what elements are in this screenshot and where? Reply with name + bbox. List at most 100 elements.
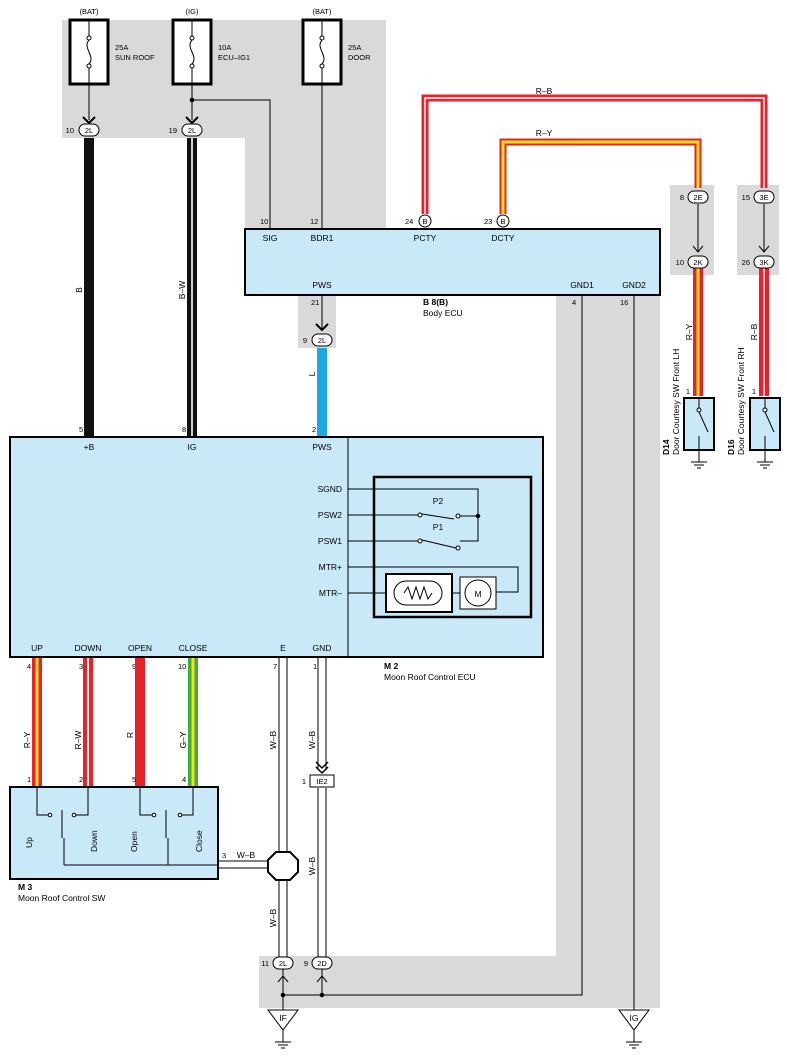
pin-label: PWS <box>312 442 332 452</box>
pin-number: 10 <box>178 662 186 671</box>
wire-r-y-up: R–Y <box>22 658 42 786</box>
wire-color-label: R <box>125 732 135 738</box>
svg-text:5: 5 <box>132 775 136 784</box>
fuse-supply-label: (IG) <box>186 7 199 16</box>
pin-number: 7 <box>273 662 277 671</box>
fuse-rating: 25A <box>348 43 361 52</box>
pin-label: SIG <box>263 233 278 243</box>
svg-text:2D: 2D <box>317 959 327 968</box>
pin-number: 4 <box>27 662 31 671</box>
connector-2l-pin11: 2L 11 <box>261 956 294 970</box>
fuse-rating: 10A <box>218 43 231 52</box>
pin-number: 21 <box>311 298 319 307</box>
svg-text:MTR–: MTR– <box>319 588 342 598</box>
pin-number: 3 <box>79 662 83 671</box>
svg-text:10: 10 <box>66 126 74 135</box>
wire-color-label: B–W <box>177 281 187 299</box>
svg-text:19: 19 <box>169 126 177 135</box>
svg-text:B: B <box>422 217 427 226</box>
pin-number: 1 <box>313 662 317 671</box>
fuse-rating: 25A <box>115 43 128 52</box>
connector-ie2: IE2 1 <box>302 774 335 788</box>
svg-text:P2: P2 <box>433 496 444 506</box>
fuse-supply-label: (BAT) <box>79 7 99 16</box>
wire-color-label: W–B <box>307 730 317 749</box>
fuse-sun-roof: (BAT) 25A SUN ROOF <box>68 7 155 86</box>
wire-g-y-close: G–Y <box>178 658 198 786</box>
svg-text:IF: IF <box>279 1013 287 1023</box>
wire-color-label: R–W <box>73 731 83 750</box>
bottom-ground-wires <box>277 969 328 1010</box>
wire-r-w-down: R–W <box>73 658 93 786</box>
fuse-name: ECU–IG1 <box>218 53 250 62</box>
svg-text:SGND: SGND <box>317 484 342 494</box>
pin-number: 10 <box>260 217 268 226</box>
pin-number: 2 <box>312 425 316 434</box>
svg-text:IE2: IE2 <box>316 777 327 786</box>
pin-label-gnd2: GND2 <box>622 280 646 290</box>
svg-text:2: 2 <box>79 775 83 784</box>
wire-r-b-top: R–B <box>421 86 768 214</box>
connector-b-pin23: B <box>496 214 510 228</box>
door-courtesy-sw-lh: 1 D14 Door Courtesy SW Front LH <box>661 349 715 469</box>
svg-text:3E: 3E <box>759 193 768 202</box>
wire-w-b-e: W–B W–B <box>268 658 288 958</box>
door-sw-rh-wiring: R–B <box>749 204 770 396</box>
wire-l: L <box>307 296 329 436</box>
svg-text:2L: 2L <box>85 126 93 135</box>
pin-number: 16 <box>620 298 628 307</box>
wire-color-label: B <box>74 287 84 293</box>
pin-label: GND <box>313 643 332 653</box>
pin-number: 8 <box>182 425 186 434</box>
body-ecu-name: Body ECU <box>423 308 463 318</box>
wire-b: B <box>74 138 94 436</box>
pin-label: E <box>280 643 286 653</box>
wire-color-label: R–Y <box>536 128 553 138</box>
switch-code: M 3 <box>18 882 32 892</box>
pin-label: OPEN <box>128 643 152 653</box>
pin-label: DOWN <box>75 643 102 653</box>
wire-color-label: R–B <box>536 86 553 96</box>
svg-text:9: 9 <box>304 959 308 968</box>
ground-ig: IG <box>618 1009 650 1049</box>
svg-text:3K: 3K <box>759 258 768 267</box>
switch-label: Up <box>24 837 34 848</box>
motor-symbol: M <box>474 589 481 599</box>
ground-if: IF <box>267 1009 299 1049</box>
pin-label: DCTY <box>491 233 514 243</box>
pin-label: PCTY <box>414 233 437 243</box>
wire-color-label: L <box>307 371 317 376</box>
pin-label: BDR1 <box>311 233 334 243</box>
svg-text:MTR+: MTR+ <box>319 562 342 572</box>
moon-roof-control-ecu: 5 +B 8 IG 2 PWS UP DOWN OPEN CLOSE E GND… <box>9 425 544 682</box>
moon-roof-control-sw: 1 2 5 4 Up Down Open Close M 3 Moon Roof… <box>9 775 219 903</box>
switch-name: Door Courtesy SW Front LH <box>671 349 681 455</box>
pin-number: 12 <box>310 217 318 226</box>
svg-text:1: 1 <box>686 387 690 396</box>
pin-label: IG <box>188 442 197 452</box>
switch-name: Moon Roof Control SW <box>18 893 105 903</box>
wire-color-label: W–B <box>268 730 278 749</box>
wire-w-b-sw: 3 W–B <box>218 850 270 869</box>
fuse-door: (BAT) 25A DOOR <box>301 7 371 86</box>
svg-text:15: 15 <box>742 193 750 202</box>
svg-text:2E: 2E <box>693 193 702 202</box>
switch-name: Door Courtesy SW Front RH <box>736 347 746 455</box>
wire-color-label: R–B <box>749 323 759 340</box>
svg-text:8: 8 <box>680 193 684 202</box>
wire-color-label: G–Y <box>178 731 188 748</box>
pin-number: 5 <box>79 425 83 434</box>
svg-text:P1: P1 <box>433 522 444 532</box>
wire-w-b-gnd: W–B W–B <box>307 658 329 958</box>
svg-text:3: 3 <box>222 851 226 860</box>
switch-code: D16 <box>726 439 736 455</box>
svg-text:2L: 2L <box>279 959 287 968</box>
svg-text:2L: 2L <box>318 336 326 345</box>
wire-r-y-top: R–Y <box>499 128 702 214</box>
wire-color-label: R–Y <box>22 731 32 748</box>
pin-number: 23 <box>484 217 492 226</box>
wire-color-label: W–B <box>237 850 256 860</box>
svg-text:1: 1 <box>752 387 756 396</box>
switch-label: Open <box>129 831 139 852</box>
